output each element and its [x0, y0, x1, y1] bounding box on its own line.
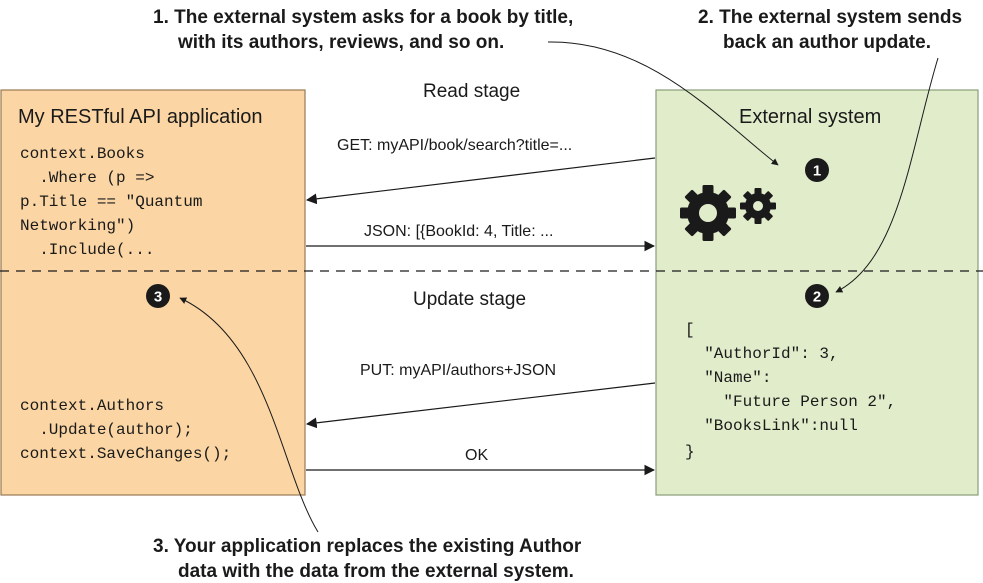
json-line-2: "AuthorId": 3,	[685, 345, 839, 363]
ok-response-label: OK	[465, 447, 488, 464]
svg-text:3: 3	[154, 289, 162, 306]
gears-icon	[680, 185, 776, 241]
read-code-line-5: .Include(...	[20, 241, 154, 259]
read-stage-label: Read stage	[423, 81, 520, 102]
update-code-line-3: context.SaveChanges();	[20, 445, 231, 463]
callout-arrow-1	[547, 41, 779, 166]
put-request-label: PUT: myAPI/authors+JSON	[360, 362, 556, 379]
badge-3: 3	[146, 284, 170, 308]
annotation-3-line-1: 3. Your application replaces the existin…	[153, 536, 582, 557]
get-request-label: GET: myAPI/book/search?title=...	[337, 137, 572, 154]
annotation-2-line-2: back an author update.	[723, 32, 931, 53]
json-line-3: "Name":	[685, 369, 771, 387]
read-code-line-4: Networking")	[20, 217, 135, 235]
update-code-line-2: .Update(author);	[20, 421, 193, 439]
callout-arrow-2	[835, 57, 939, 293]
annotation-1-line-1: 1. The external system asks for a book b…	[153, 7, 573, 28]
external-system-title: External system	[739, 106, 881, 128]
read-code-line-1: context.Books	[20, 145, 145, 163]
get-request-arrow	[305, 157, 656, 205]
put-request-arrow	[305, 382, 656, 429]
json-line-6: }	[685, 443, 695, 461]
json-line-5: "BooksLink":null	[685, 417, 858, 435]
badge-1: 1	[805, 158, 829, 182]
annotation-3-line-2: data with the data from the external sys…	[178, 561, 574, 582]
json-line-1: [	[685, 321, 695, 339]
json-line-4: "Future Person 2",	[685, 393, 896, 411]
callout-arrow-3	[179, 297, 319, 533]
annotation-2-line-1: 2. The external system sends	[698, 7, 962, 28]
update-stage-label: Update stage	[413, 289, 526, 310]
read-code-line-3: p.Title == "Quantum	[20, 193, 202, 211]
svg-text:2: 2	[813, 289, 821, 306]
badge-2: 2	[805, 284, 829, 308]
update-code-line-1: context.Authors	[20, 397, 164, 415]
read-code-line-2: .Where (p =>	[20, 169, 154, 187]
annotation-1-line-2: with its authors, reviews, and so on.	[177, 32, 504, 53]
json-response-label: JSON: [{BookId: 4, Title: ...	[364, 223, 553, 240]
svg-text:1: 1	[813, 163, 821, 180]
api-application-title: My RESTful API application	[18, 106, 263, 128]
